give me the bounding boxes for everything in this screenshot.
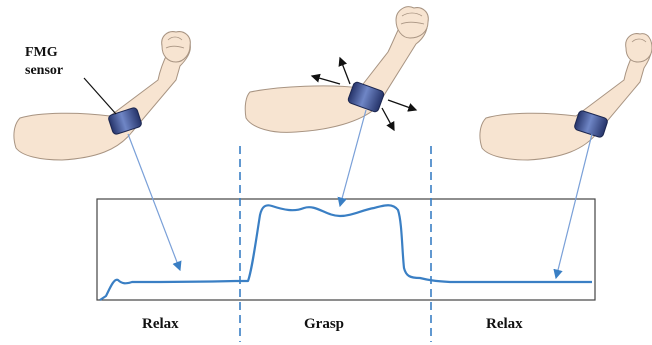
phase-label-relax-left: Relax (142, 316, 179, 333)
force-arrow-upleft (312, 76, 340, 84)
force-arrow-down (382, 108, 394, 130)
sensor-leader-line (84, 78, 116, 114)
phase-label-grasp: Grasp (304, 316, 344, 333)
pointer-relax-left (128, 134, 180, 270)
force-arrow-right (388, 100, 416, 110)
grasping-arm-illustration (245, 7, 428, 133)
pointer-relax-right (556, 134, 592, 278)
arm-right-skin (480, 41, 652, 161)
relaxed-arm-right-illustration (480, 34, 652, 160)
force-arrow-up (340, 58, 350, 84)
phase-label-relax-right: Relax (486, 316, 523, 333)
hand-right (626, 34, 652, 62)
sensor-label-line-1: FMG (25, 45, 58, 61)
hand-left (162, 32, 191, 62)
sensor-label-line-2: sensor (25, 63, 63, 79)
